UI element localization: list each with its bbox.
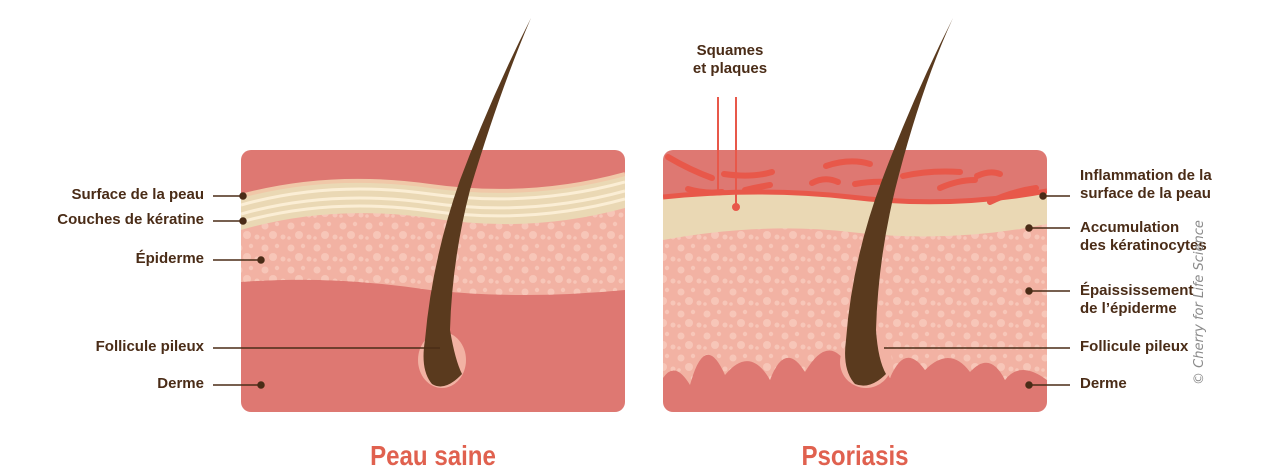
label-thickening-line-2: de l’épiderme (1080, 300, 1193, 318)
label-surface-inflammation: Inflammation de la surface de la peau (1080, 167, 1212, 203)
label-dermis: Derme (0, 375, 204, 393)
label-epidermis: Épiderme (0, 250, 204, 268)
label-hair-follicle-psoriasis: Follicule pileux (1080, 338, 1188, 356)
label-keratin-layers: Couches de kératine (0, 211, 204, 229)
title-healthy-skin: Peau saine (304, 440, 562, 472)
label-keratinocyte-accumulation: Accumulation des kératinocytes (1080, 219, 1207, 255)
label-surface-inflammation-line-2: surface de la peau (1080, 185, 1212, 203)
label-surface-inflammation-line-1: Inflammation de la (1080, 167, 1212, 185)
label-scales-line-1: Squames (665, 42, 795, 60)
label-keratinocyte-line-2: des kératinocytes (1080, 237, 1207, 255)
label-keratinocyte-line-1: Accumulation (1080, 219, 1207, 237)
label-dermis-psoriasis: Derme (1080, 375, 1127, 393)
label-skin-surface: Surface de la peau (0, 186, 204, 204)
copyright-credit: © Cherry for Life Science (1192, 205, 1207, 385)
label-epidermis-thickening: Épaississement de l’épiderme (1080, 282, 1193, 318)
label-scales-line-2: et plaques (665, 60, 795, 78)
label-thickening-line-1: Épaississement (1080, 282, 1193, 300)
title-psoriasis: Psoriasis (726, 440, 984, 472)
label-scales-plaques: Squames et plaques (665, 42, 795, 78)
label-hair-follicle: Follicule pileux (0, 338, 204, 356)
